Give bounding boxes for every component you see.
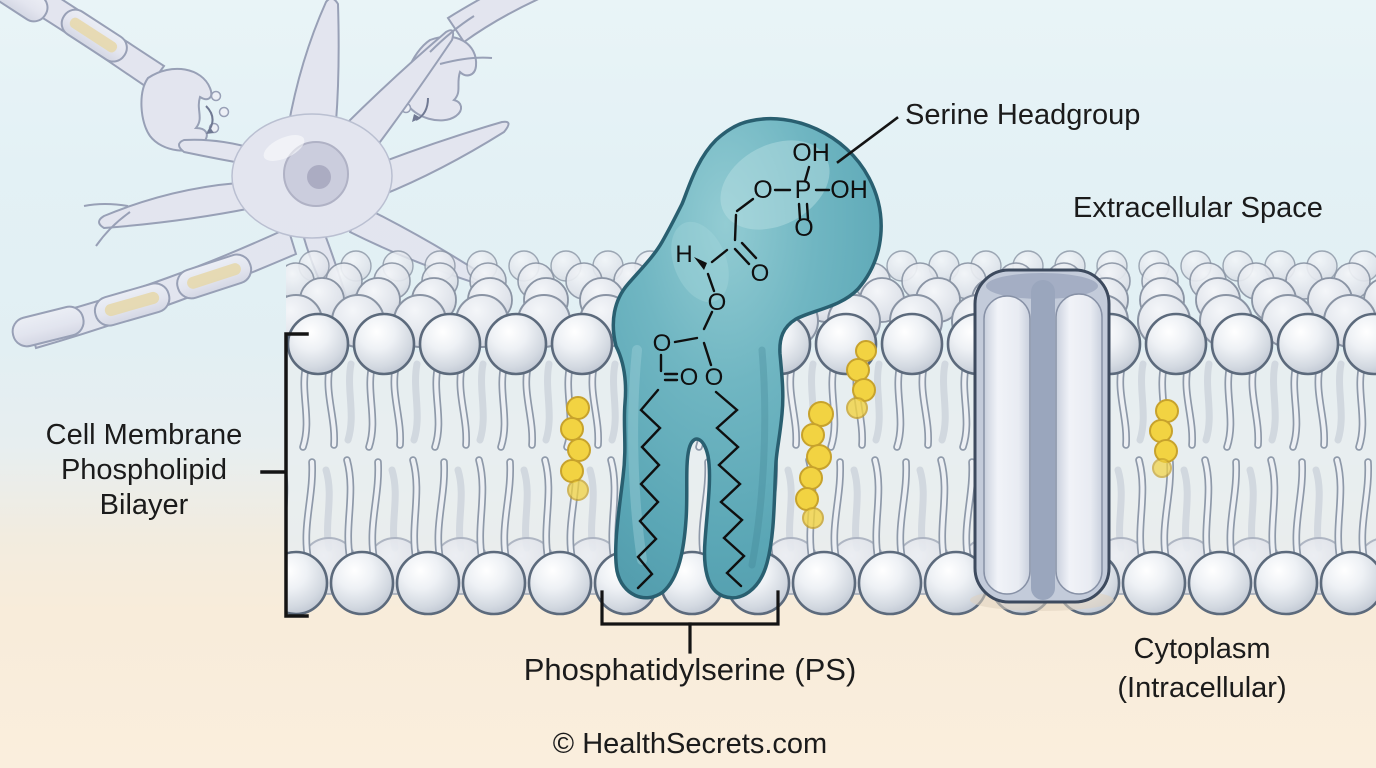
membrane-protein-channel — [970, 268, 1114, 611]
cholesterol-molecule — [846, 340, 877, 419]
bilayer-label-line3: Bilayer — [99, 489, 189, 521]
phospholipid — [461, 456, 527, 616]
bilayer-label: Cell Membrane Phospholipid Bilayer — [28, 418, 260, 523]
atom-label: OH — [792, 139, 830, 167]
atom-label: O — [751, 260, 770, 287]
phospholipid — [880, 312, 944, 451]
cholesterol-molecules — [560, 340, 1179, 529]
lipid-head — [1187, 550, 1253, 616]
neuron-illustration — [0, 0, 539, 350]
myelin-sheath — [0, 0, 128, 63]
bilayer-label-line1: Cell Membrane — [45, 419, 243, 451]
lipid-head — [352, 312, 416, 376]
lipid-head — [484, 312, 548, 376]
lipid-head — [286, 312, 350, 376]
atom-label: H — [675, 241, 692, 268]
phospholipid — [352, 312, 416, 451]
atom-label: O — [708, 289, 727, 316]
atom-label: O — [680, 364, 699, 391]
lipid-head — [395, 550, 461, 616]
phosphatidylserine-molecule: OH O P OH O H O O O O O — [611, 116, 883, 600]
cytoplasm-label-line1: Cytoplasm — [1133, 633, 1271, 665]
bilayer-label-line2: Phospholipid — [60, 454, 228, 486]
atom-label: O — [753, 176, 772, 204]
phospholipid — [418, 312, 482, 451]
phospholipid — [1210, 312, 1274, 451]
cytoplasm-label: Cytoplasm (Intracellular) — [1052, 630, 1352, 708]
atom-label: P — [795, 176, 812, 204]
phospholipid — [1276, 312, 1340, 451]
lipid-head — [286, 550, 329, 616]
lipid-head — [857, 550, 923, 616]
phospholipid — [484, 312, 548, 451]
phospholipid — [286, 458, 329, 616]
cholesterol-molecule — [560, 396, 591, 501]
phospholipid — [1342, 312, 1376, 451]
atom-label: O — [794, 214, 813, 242]
lipid-head — [1144, 312, 1208, 376]
lipid-head — [329, 550, 395, 616]
serine-headgroup-label: Serine Headgroup — [905, 99, 1141, 131]
phospholipid — [1319, 456, 1376, 616]
lipid-head — [527, 550, 593, 616]
phospholipid — [1253, 456, 1319, 616]
lipid-head — [1276, 312, 1340, 376]
extracellular-space-label: Extracellular Space — [1073, 192, 1323, 224]
serine-pointer-line — [836, 116, 899, 164]
phospholipid — [1144, 312, 1208, 451]
lipid-head — [1319, 550, 1376, 616]
phosphatidylserine-label: Phosphatidylserine (PS) — [523, 652, 857, 687]
lipid-head — [791, 550, 857, 616]
atom-label: O — [653, 330, 672, 357]
phospholipid — [286, 312, 350, 451]
cholesterol-molecule — [795, 401, 834, 529]
cytoplasm-label-line2: (Intracellular) — [1117, 672, 1287, 704]
lipid-head — [418, 312, 482, 376]
phospholipid — [857, 456, 923, 616]
cholesterol-molecule — [1149, 399, 1179, 478]
lipid-head — [461, 550, 527, 616]
lipid-head — [1253, 550, 1319, 616]
lipid-head — [550, 312, 614, 376]
phospholipid — [1187, 456, 1253, 616]
lipid-head — [1210, 312, 1274, 376]
dendrites — [83, 0, 510, 332]
fatty-acid-tail — [636, 388, 662, 590]
serine-headgroup-structure — [636, 165, 831, 590]
fatty-acid-tail — [714, 390, 746, 588]
atom-label: O — [705, 364, 724, 391]
atom-label: OH — [830, 176, 868, 204]
phospholipid — [395, 456, 461, 616]
synapse-terminal — [140, 68, 230, 152]
copyright-label: © HealthSecrets.com — [552, 728, 828, 760]
phospholipid — [329, 456, 395, 616]
lipid-head — [1342, 312, 1376, 376]
neuron-nucleolus — [307, 165, 331, 189]
bilayer-bracket — [284, 332, 309, 618]
lipid-head — [880, 312, 944, 376]
myelin-sheath — [11, 253, 253, 348]
lipid-head — [1121, 550, 1187, 616]
